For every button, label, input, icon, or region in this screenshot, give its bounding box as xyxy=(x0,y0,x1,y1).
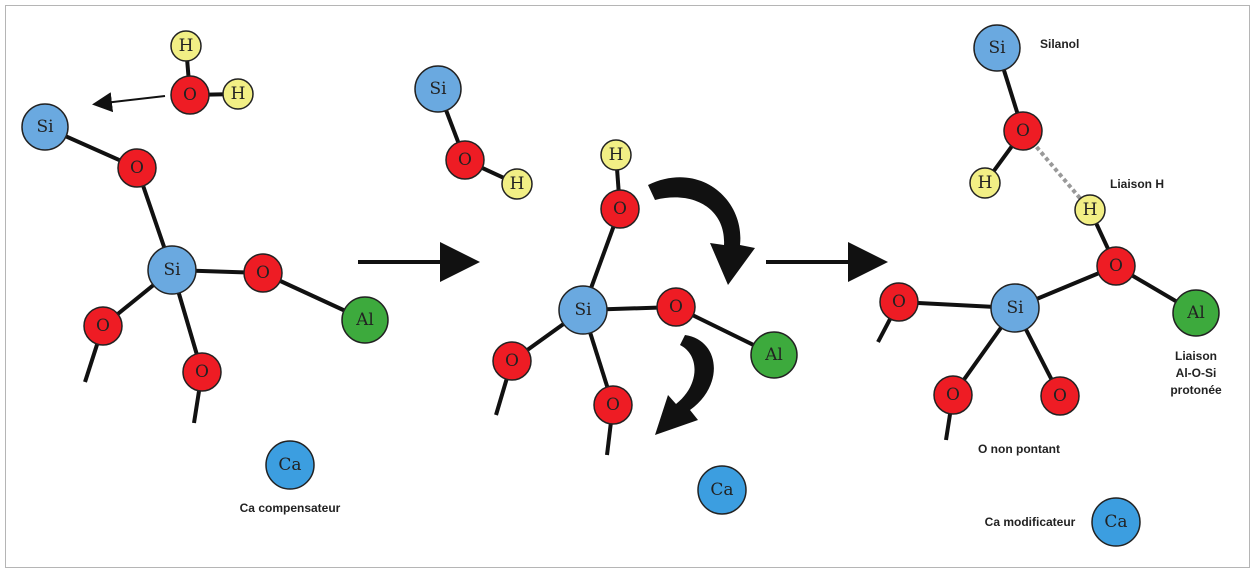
ca-atom: Ca xyxy=(265,440,315,490)
si-atom: Si xyxy=(414,65,462,113)
o-atom: O xyxy=(656,287,696,327)
si-atom: Si xyxy=(990,283,1040,333)
si-atom: Si xyxy=(147,245,197,295)
curved-arrow-icon xyxy=(648,177,755,285)
o-atom-label: O xyxy=(1053,386,1067,406)
si-atom-label: Si xyxy=(36,117,54,137)
si-atom: Si xyxy=(21,103,69,151)
o-atom-label: O xyxy=(1109,256,1123,276)
o-atom-label: O xyxy=(183,85,197,105)
o-atom-label: O xyxy=(669,297,683,317)
o-atom: O xyxy=(83,306,123,346)
al-atom-label: Al xyxy=(764,345,783,365)
h-atom: H xyxy=(222,78,254,110)
o-atom-label: O xyxy=(505,351,519,371)
o-atom: O xyxy=(170,75,210,115)
curved-arrow-icon xyxy=(655,335,714,435)
o-atom: O xyxy=(182,352,222,392)
h-atom: H xyxy=(969,167,1001,199)
liaison-protonee-line3: protonée xyxy=(1170,383,1222,397)
h-atom: H xyxy=(1074,194,1106,226)
o-atom-label: O xyxy=(96,316,110,336)
o-atom: O xyxy=(1096,246,1136,286)
frame-border xyxy=(5,5,1250,568)
o-atom-label: O xyxy=(613,199,627,219)
h-atom-label: H xyxy=(609,145,624,165)
liaison-protonee-line1: Liaison xyxy=(1175,349,1217,363)
h-atom: H xyxy=(501,168,533,200)
h-atom-label: H xyxy=(231,84,246,104)
o-atom: O xyxy=(879,282,919,322)
si-atom: Si xyxy=(973,24,1021,72)
o-atom-label: O xyxy=(892,292,906,312)
liaison-protonee-line2: Al-O-Si xyxy=(1176,366,1217,380)
si-atom-label: Si xyxy=(988,38,1006,58)
o-non-pontant-label: O non pontant xyxy=(978,442,1060,456)
ca-atom-label: Ca xyxy=(1104,512,1127,532)
o-atom-label: O xyxy=(195,362,209,382)
o-atom: O xyxy=(933,375,973,415)
o-atom: O xyxy=(1003,111,1043,151)
panel-1: Si O Si O Al O O H O H Ca Ca compensateu… xyxy=(21,30,389,515)
o-atom: O xyxy=(593,385,633,425)
o-atom: O xyxy=(445,140,485,180)
si-atom-label: Si xyxy=(429,79,447,99)
h-atom-label: H xyxy=(1083,200,1098,220)
o-atom: O xyxy=(243,253,283,293)
ca-atom-label: Ca xyxy=(278,455,301,475)
al-atom: Al xyxy=(1172,289,1220,337)
silanol-label: Silanol xyxy=(1040,37,1079,51)
ca-compensateur-label: Ca compensateur xyxy=(240,501,341,515)
o-atom-label: O xyxy=(130,158,144,178)
o-atom: O xyxy=(600,189,640,229)
h-atom-label: H xyxy=(179,36,194,56)
o-atom-label: O xyxy=(1016,121,1030,141)
panel-2: Si O H H O Si O Al O O Ca xyxy=(414,65,798,515)
attack-arrow xyxy=(92,92,166,113)
o-atom-label: O xyxy=(458,150,472,170)
h-atom-label: H xyxy=(978,173,993,193)
o-atom: O xyxy=(117,148,157,188)
ca-atom: Ca xyxy=(1091,497,1141,547)
o-atom: O xyxy=(1040,376,1080,416)
liaison-h-label: Liaison H xyxy=(1110,177,1164,191)
o-atom-label: O xyxy=(256,263,270,283)
ca-modificateur-label: Ca modificateur xyxy=(985,515,1076,529)
si-atom-label: Si xyxy=(1006,298,1024,318)
ca-atom-label: Ca xyxy=(710,480,733,500)
o-atom-label: O xyxy=(606,395,620,415)
si-atom: Si xyxy=(558,285,608,335)
si-atom-label: Si xyxy=(163,260,181,280)
si-atom-label: Si xyxy=(574,300,592,320)
o-atom-label: O xyxy=(946,385,960,405)
o-atom: O xyxy=(492,341,532,381)
al-atom-label: Al xyxy=(355,310,374,330)
panel-3: Si O H H O Al Si O O O Ca Silanol Liaiso… xyxy=(876,24,1222,547)
ca-atom: Ca xyxy=(697,465,747,515)
al-atom: Al xyxy=(750,331,798,379)
al-atom: Al xyxy=(341,296,389,344)
h-atom: H xyxy=(600,139,632,171)
h-atom-label: H xyxy=(510,174,525,194)
al-atom-label: Al xyxy=(1186,303,1205,323)
h-atom: H xyxy=(170,30,202,62)
